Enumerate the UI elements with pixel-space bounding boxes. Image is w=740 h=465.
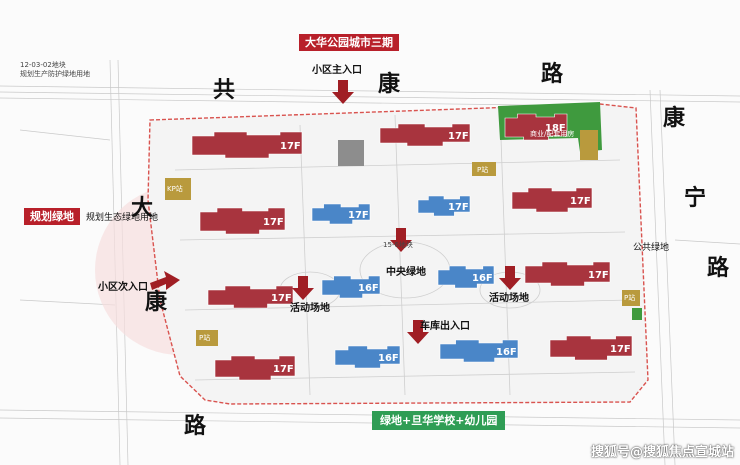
building-4: 17F xyxy=(199,207,286,235)
building-height-label: 18F xyxy=(545,123,566,134)
road-char-west-2: 康 xyxy=(145,290,168,315)
road-char-east-3: 路 xyxy=(707,256,730,281)
building-height-label: 17F xyxy=(448,131,469,142)
activity-east-label: 活动场地 xyxy=(489,293,529,304)
activity-west-label: 活动场地 xyxy=(290,303,330,314)
public-green-label: 公共绿地 xyxy=(633,243,670,253)
buildings-layer: 17F 17F 18F 17F 17F 17F 17F 17F 16F 16F 17F 17F 16F 1… xyxy=(191,113,633,381)
building-height-label: 17F xyxy=(588,270,609,281)
building-footprint xyxy=(511,187,593,213)
arrows-layer xyxy=(150,80,521,344)
road-char-west-1: 大 xyxy=(131,196,154,221)
building-height-label: 17F xyxy=(348,210,369,221)
block-note-label: 规划生产防护绿地用地 xyxy=(20,70,90,78)
building-15: 17F xyxy=(549,335,633,361)
west-green-land-label: 规划生态绿地用地 xyxy=(86,213,159,223)
kp-station-block xyxy=(165,178,191,200)
building-footprint xyxy=(379,123,471,147)
building-height-label: 17F xyxy=(448,202,469,213)
main-entrance-arrow xyxy=(332,80,354,104)
watermark-text: 搜狐号@搜狐焦点宣城站 xyxy=(590,445,734,460)
building-height-label: 16F xyxy=(378,353,399,364)
building-height-label: 17F xyxy=(610,344,631,355)
secondary-entrance-label: 小区次入口 xyxy=(98,282,148,293)
building-13: 16F xyxy=(334,345,401,369)
commercial-block xyxy=(580,130,598,160)
building-footprint xyxy=(207,285,294,309)
building-height-label: 17F xyxy=(271,293,292,304)
block-15-label: 15-6地块 xyxy=(383,241,413,249)
building-1: 17F xyxy=(191,131,303,159)
west-green-tag: 规划绿地 xyxy=(24,208,80,225)
building-height-label: 16F xyxy=(472,273,493,284)
building-footprint xyxy=(191,131,303,159)
block-code-label: 12-03-02地块 xyxy=(20,61,66,69)
building-5: 17F xyxy=(311,203,371,225)
building-footprint xyxy=(549,335,633,361)
kp-station-label: KP站 xyxy=(167,185,183,193)
building-7: 17F xyxy=(511,187,593,213)
building-10: 16F xyxy=(437,265,495,289)
central-green-arrow xyxy=(390,228,412,252)
building-8: 17F xyxy=(207,285,294,309)
activity-east-arrow xyxy=(499,266,521,290)
garage-entrance-arrow xyxy=(407,320,429,344)
building-footprint xyxy=(199,207,286,235)
commercial-label: 商业/配套用房 xyxy=(530,130,575,138)
building-footprint xyxy=(214,355,296,381)
building-height-label: 17F xyxy=(280,141,301,152)
building-height-label: 17F xyxy=(263,217,284,228)
road-char-east-1: 康 xyxy=(663,106,686,131)
building-6: 17F xyxy=(417,195,471,217)
road-char-north-3: 路 xyxy=(541,62,564,87)
p-station-block-east xyxy=(622,290,640,306)
building-height-label: 17F xyxy=(570,196,591,207)
building-footprint xyxy=(437,265,495,289)
p-station-block-southwest xyxy=(196,330,218,346)
road-char-east-2: 宁 xyxy=(684,186,707,211)
building-12: 17F xyxy=(214,355,296,381)
gate-building xyxy=(338,140,364,166)
building-9: 16F xyxy=(321,275,381,299)
building-footprint xyxy=(334,345,401,369)
building-footprint xyxy=(417,195,471,217)
road-char-north-1: 共 xyxy=(213,78,236,103)
central-green-label: 中央绿地 xyxy=(386,267,426,278)
building-height-label: 16F xyxy=(358,283,379,294)
building-14: 16F xyxy=(439,339,519,363)
main-entrance-label: 小区主入口 xyxy=(312,65,362,76)
south-facilities-tag: 绿地+旦华学校+幼儿园 xyxy=(372,411,506,430)
building-footprint xyxy=(321,275,381,299)
building-11: 17F xyxy=(524,261,611,287)
building-2: 17F xyxy=(379,123,471,147)
p-station-label-east: P站 xyxy=(624,294,636,302)
road-char-north-2: 康 xyxy=(378,72,401,97)
p-station-label-southwest: P站 xyxy=(199,334,211,342)
p-station-label-north: P站 xyxy=(477,166,489,174)
building-height-label: 16F xyxy=(496,347,517,358)
north-project-tag: 大华公园城市三期 xyxy=(299,34,399,51)
building-footprint xyxy=(504,113,568,141)
activity-west-arrow xyxy=(292,276,314,300)
p-station-block-north xyxy=(472,162,496,176)
building-footprint xyxy=(311,203,371,225)
road-char-west-3: 路 xyxy=(184,414,207,439)
site-boundary xyxy=(147,103,649,405)
secondary-entrance-arrow xyxy=(150,271,180,290)
building-footprint xyxy=(439,339,519,363)
garage-entrance-label: 车库出入口 xyxy=(420,321,470,332)
building-3: 18F xyxy=(504,113,568,141)
small-green-east xyxy=(632,308,642,320)
building-footprint xyxy=(524,261,611,287)
building-height-label: 17F xyxy=(273,364,294,375)
